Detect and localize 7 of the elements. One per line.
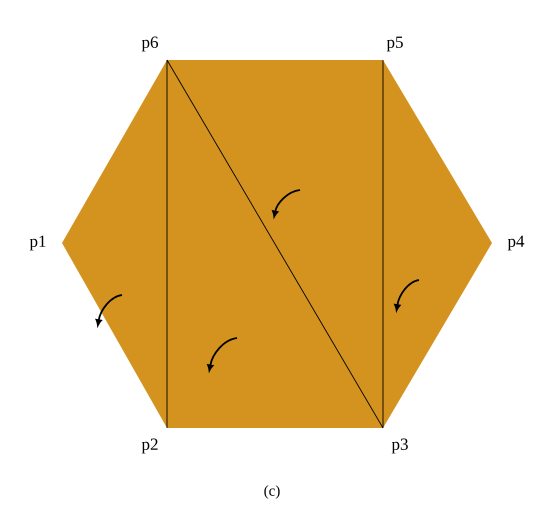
vertex-label: p6 [142,36,158,52]
vertex-label: p2 [142,438,158,454]
vertex-label: p1 [30,236,46,250]
vertex-label: p4 [508,236,524,250]
vertex-label: p3 [392,438,408,454]
caption: (c) [264,485,280,499]
vertex-label: p5 [386,36,403,52]
